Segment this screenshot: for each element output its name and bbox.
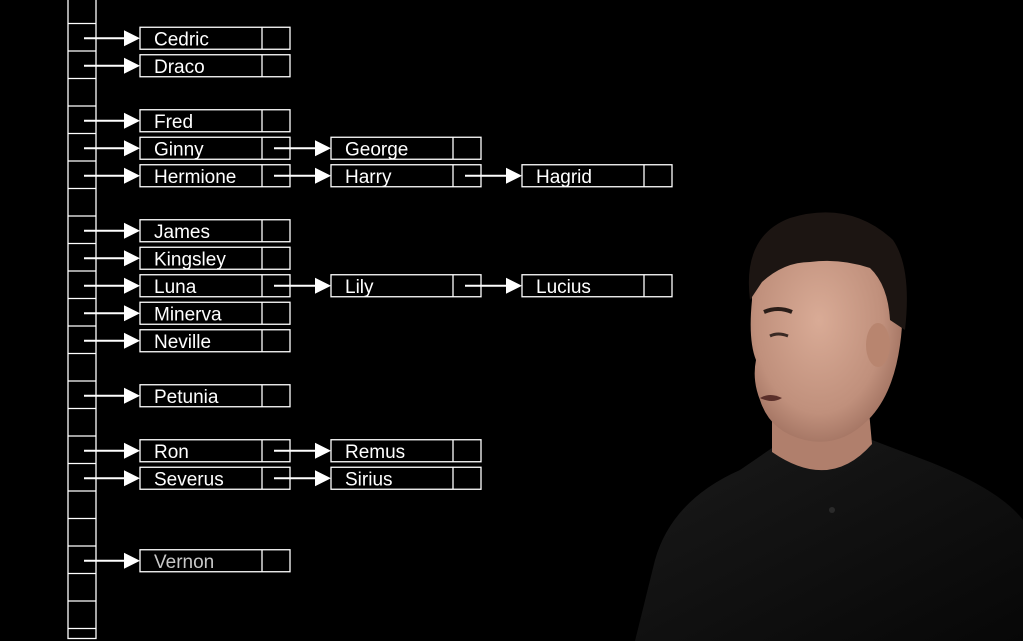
list-node [139,54,291,78]
next-pointer-arrow-head [315,167,331,184]
list-node [521,274,673,298]
list-node-label: Hermione [154,167,236,188]
list-node-label: Lucius [536,277,591,298]
list-node-label: Severus [154,469,224,490]
bucket-pointer-arrow-head [124,222,140,239]
list-node [139,219,291,243]
list-node [139,384,291,408]
bucket-pointer-arrow-head [124,387,140,404]
list-node [330,439,482,463]
list-node-label: Luna [154,277,197,298]
bucket-pointer-arrow-head [124,442,140,459]
bucket-pointer-arrow-head [124,30,140,47]
list-node-label: Draco [154,57,205,78]
list-node [139,301,291,325]
list-node-label: George [345,139,408,160]
list-node [139,549,291,573]
bucket-pointer-arrow-head [124,305,140,322]
list-node-label: Ron [154,442,189,463]
presenter-ear [866,323,890,367]
list-node-label: Neville [154,332,211,353]
bucket-pointer-arrow-head [124,57,140,74]
list-node [139,329,291,353]
next-pointer-arrow-head [315,442,331,459]
next-pointer-arrow-head [506,277,522,294]
list-node-label: Petunia [154,387,219,408]
list-node-label: Remus [345,442,405,463]
bucket-pointer-arrow-head [124,112,140,129]
list-node-label: Hagrid [536,167,592,188]
list-node-label: Ginny [154,139,204,160]
next-pointer-arrow-head [315,140,331,157]
bucket-pointer-arrow-head [124,250,140,267]
bucket-pointer-arrow-head [124,552,140,569]
list-node-label: Minerva [154,304,222,325]
next-pointer-arrow-head [315,277,331,294]
bucket-array [67,0,97,640]
list-node [330,466,482,490]
list-node-label: Fred [154,112,193,133]
presenter-hair [748,212,907,330]
list-node [139,246,291,270]
list-node-label: Cedric [154,29,209,50]
bucket-pointer-arrow-head [124,470,140,487]
presenter-head [750,221,903,442]
list-node [521,164,673,188]
presenter-shirt [635,440,1023,641]
list-node-label: Kingsley [154,249,226,270]
bucket-pointer-arrow-head [124,140,140,157]
next-pointer-arrow-head [506,167,522,184]
bucket-pointer-arrow-head [124,167,140,184]
list-node [139,26,291,50]
list-node-label: James [154,222,210,243]
next-pointer-arrow-head [315,470,331,487]
list-node-label: Vernon [154,552,214,573]
list-node [330,136,482,160]
list-node-label: Lily [345,277,374,298]
list-node-label: Harry [345,167,392,188]
bucket-pointer-arrow-head [124,277,140,294]
bucket-pointer-arrow-head [124,332,140,349]
list-node [139,109,291,133]
list-node-label: Sirius [345,469,393,490]
